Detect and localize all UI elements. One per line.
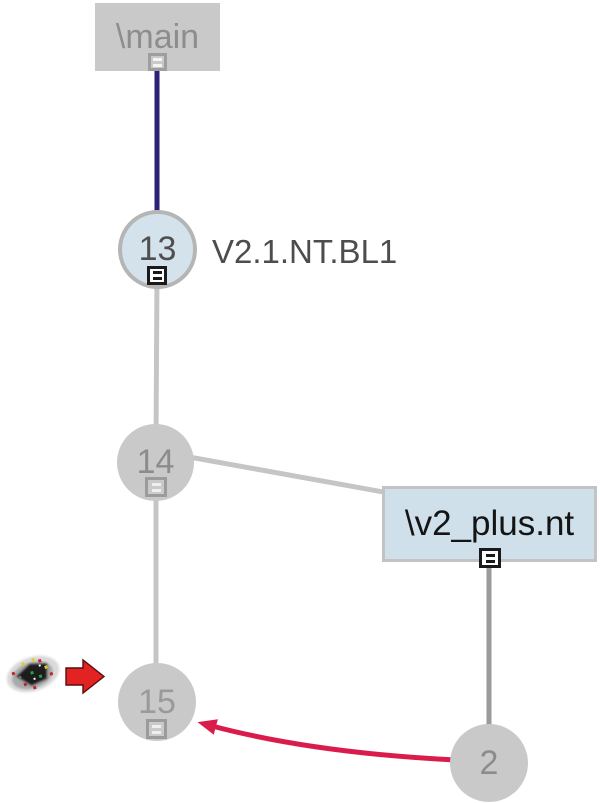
view-label-tag: V2.1.NT.BL1 — [212, 233, 398, 270]
marker-bar — [152, 730, 161, 734]
marker-bar — [152, 271, 162, 274]
revision-marker-icon — [479, 548, 501, 568]
revision-node-13[interactable]: 13 — [118, 210, 197, 289]
branch-box-v2-plus-label: \v2_plus.nt — [404, 504, 575, 543]
revision-marker-icon — [146, 719, 167, 739]
current-revision-arrow-icon — [65, 658, 106, 695]
marker-bar — [153, 57, 162, 61]
marker-bar — [485, 553, 495, 557]
revision-number: 15 — [138, 682, 176, 721]
marker-bar — [485, 559, 495, 563]
trunk-segment-13-14 — [153, 269, 160, 446]
revision-marker-icon — [147, 266, 167, 285]
branch-box-v2-plus[interactable]: \v2_plus.nt — [382, 486, 597, 562]
merge-arrow-icon — [197, 719, 457, 763]
marker-bar — [151, 482, 161, 486]
revision-number: 14 — [136, 443, 175, 481]
revision-number: 13 — [138, 230, 177, 268]
branch-box-main-label: \main — [115, 17, 200, 56]
marker-bar — [153, 63, 162, 67]
marker-bar — [152, 724, 161, 728]
revision-node-2[interactable]: 2 — [450, 724, 528, 802]
noise-artifact-icon — [6, 655, 60, 693]
branch-box-main[interactable]: \main — [95, 3, 220, 71]
revision-number: 2 — [479, 743, 499, 782]
branch-segment-14-v2plus — [177, 452, 401, 498]
revision-marker-icon — [148, 53, 167, 71]
marker-bar — [151, 488, 161, 492]
revision-marker-icon — [145, 477, 167, 497]
marker-bar — [152, 277, 162, 280]
